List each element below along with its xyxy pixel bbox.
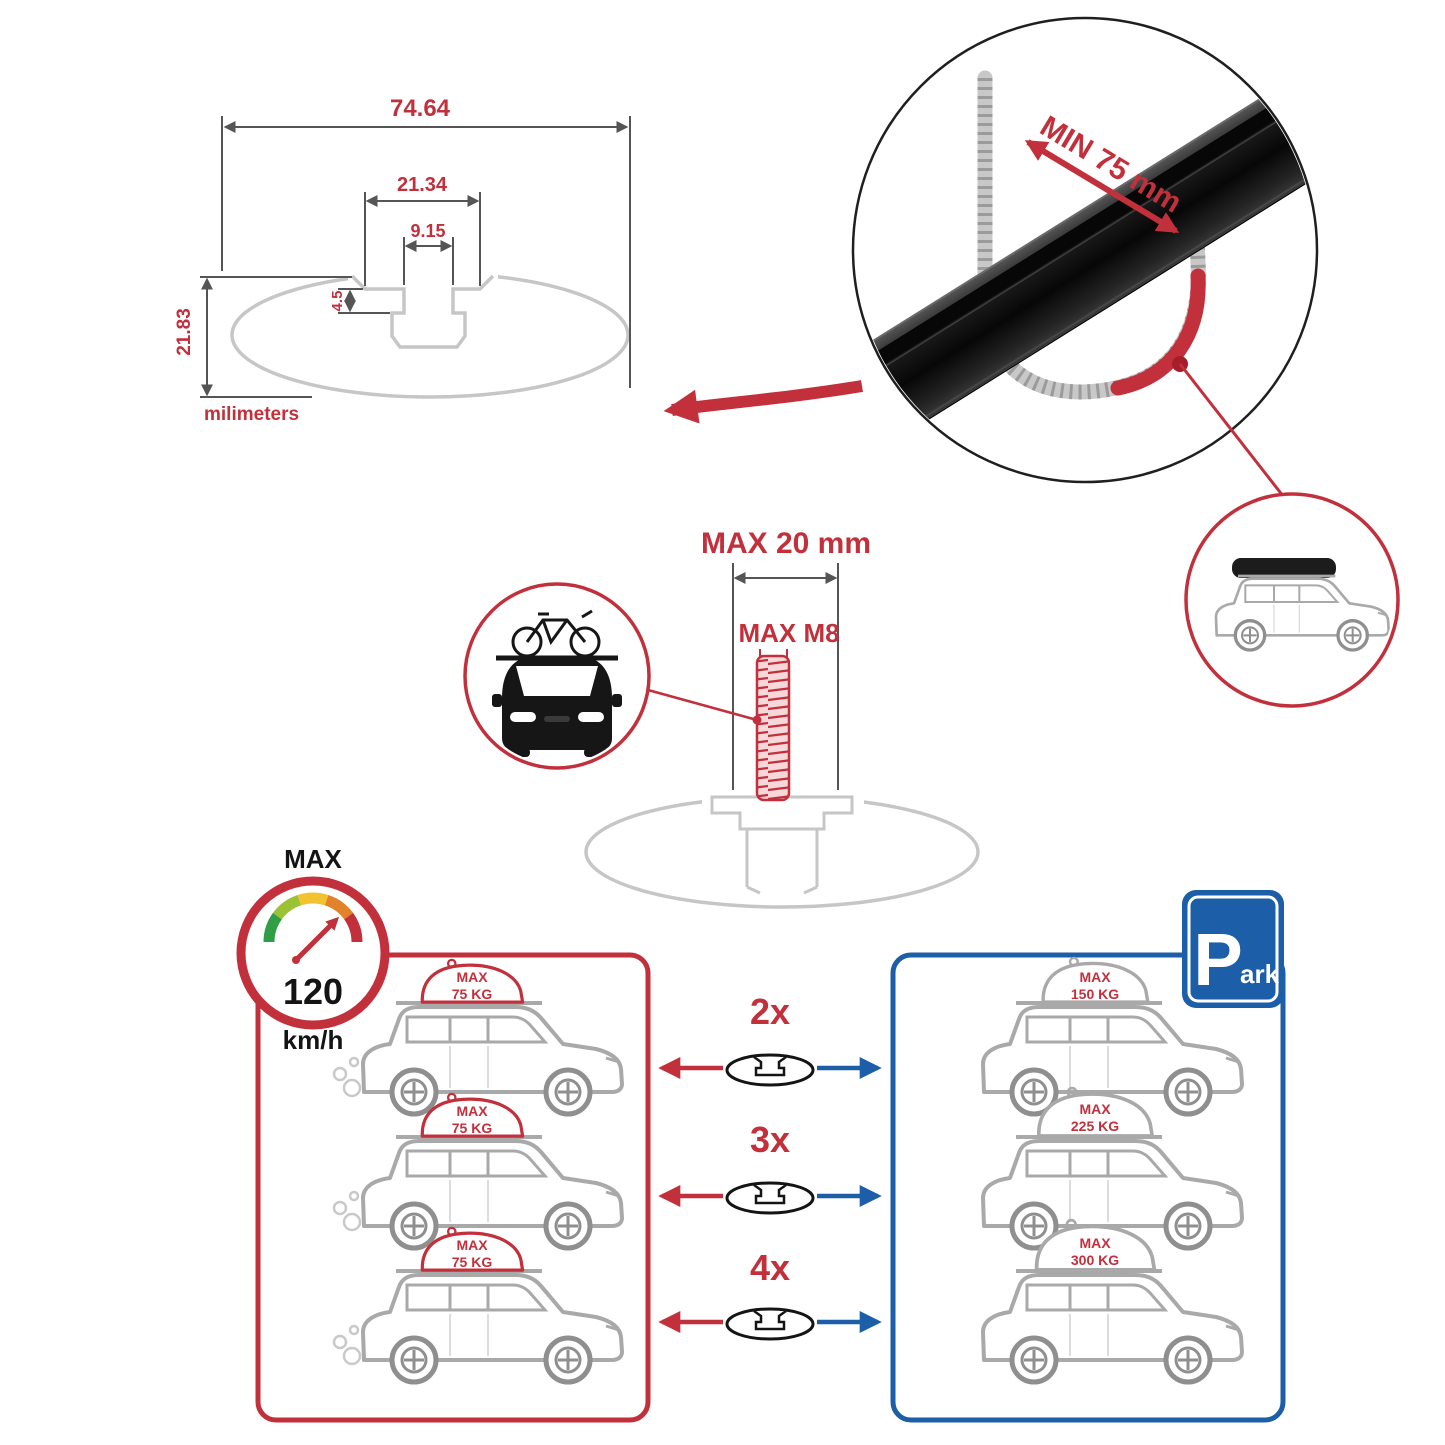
multiplier-1-label: 2x — [750, 991, 790, 1032]
left-car-1-max-label: MAX — [456, 969, 488, 985]
left-capacity-cars: MAX 75 KG MAX 75 KG MAX 75 KG — [332, 958, 622, 1382]
connector-line-bolt — [647, 688, 758, 722]
car-front-with-bike-icon — [492, 609, 622, 757]
multiplier-3-label: 4x — [750, 1247, 790, 1288]
crossbar-profile-ellipse — [230, 271, 630, 399]
multiplier-column: 2x 3x 4x — [658, 991, 882, 1341]
suv-row-3r — [983, 1271, 1242, 1382]
right-car-2-weight-label: 225 KG — [1071, 1118, 1119, 1134]
bolt-spec-diagram: MAX 20 mm MAX M8 — [584, 527, 980, 909]
multiplier-2-label: 3x — [750, 1119, 790, 1160]
connector-dot — [752, 715, 762, 725]
crossbar-detail-circle: MIN 75 mm — [851, 16, 1319, 484]
dimension-lines — [200, 116, 631, 398]
t-slot-nut-plate — [710, 795, 854, 831]
roof-cargo-box — [1232, 558, 1336, 578]
cross-section-diagram: 74.64 21.34 9.15 4.5 21.83 milimeters — [174, 95, 631, 425]
right-car-3-weight-label: 300 KG — [1071, 1252, 1119, 1268]
max-thread-label: MAX M8 — [738, 618, 839, 648]
max-bolt-length-label: MAX 20 mm — [701, 527, 871, 560]
suv-row-3 — [363, 1271, 622, 1382]
left-car-3-weight-label: 75 KG — [452, 1254, 493, 1270]
gauge-arc — [263, 892, 363, 943]
right-car-1-max-label: MAX — [1079, 969, 1111, 985]
right-car-2-max-label: MAX — [1079, 1101, 1111, 1117]
left-car-3-max-label: MAX — [456, 1237, 488, 1253]
dim-slot-depth-label: 4.5 — [329, 291, 346, 312]
left-car-2-max-label: MAX — [456, 1103, 488, 1119]
profile-icon-3 — [725, 1307, 815, 1341]
pointer-arrow-to-section — [663, 380, 863, 424]
dim-channel-width-label: 21.34 — [397, 174, 448, 196]
right-car-3-max-label: MAX — [1079, 1235, 1111, 1251]
park-letter: P — [1193, 918, 1242, 1001]
right-capacity-panel — [890, 952, 1286, 1423]
left-car-1-weight-label: 75 KG — [452, 986, 493, 1002]
dim-slot-width-label: 9.15 — [410, 221, 445, 241]
t-slot-channel — [350, 274, 495, 349]
speed-units-label: km/h — [283, 1025, 344, 1055]
left-capacity-panel — [255, 952, 651, 1423]
suv-row-1 — [363, 1003, 622, 1114]
units-label: milimeters — [204, 404, 299, 425]
profile-mask — [348, 264, 498, 282]
right-capacity-cars: MAX 150 KG MAX 225 KG MAX 300 KG — [983, 956, 1242, 1382]
park-sign: P ark — [1182, 890, 1284, 1008]
gauge-needle — [296, 916, 340, 960]
speed-max-label: MAX — [284, 844, 342, 874]
right-car-1-weight-label: 150 KG — [1071, 986, 1119, 1002]
connector-line-roofbox — [1178, 363, 1296, 511]
min-span-arrow — [1024, 139, 1180, 234]
exhaust-smoke — [332, 1056, 362, 1366]
speedometer: MAX 120 km/h — [236, 844, 390, 1055]
profile-icon-2 — [725, 1181, 815, 1215]
dim-total-width-label: 74.64 — [390, 95, 451, 122]
bike-car-circle — [463, 582, 762, 770]
park-suffix: ark — [1240, 959, 1280, 989]
dim-total-height-label: 21.83 — [174, 308, 195, 356]
left-car-2-weight-label: 75 KG — [452, 1120, 493, 1136]
profile-icon-1 — [725, 1053, 815, 1087]
suv-row-2 — [363, 1137, 622, 1248]
roofbox-car-circle — [1184, 492, 1400, 708]
threaded-bolt — [755, 654, 791, 802]
speed-value: 120 — [283, 971, 343, 1012]
